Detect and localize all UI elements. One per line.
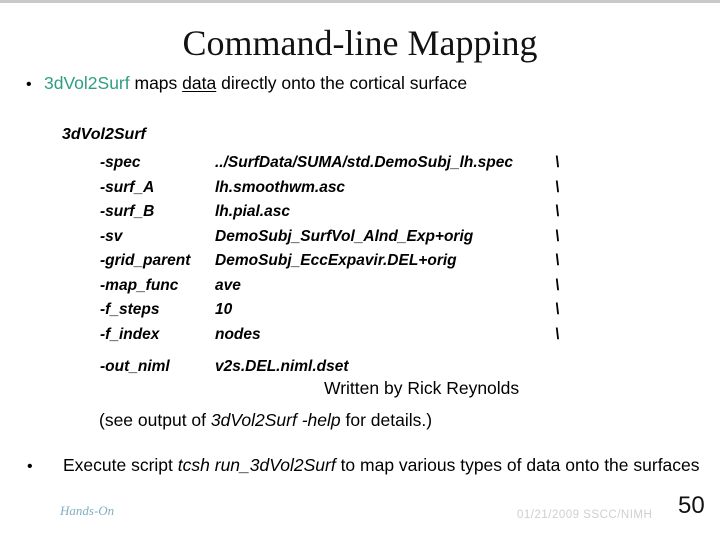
bullet1-text-post: directly onto the cortical surface <box>216 73 468 93</box>
bullet2-script-name: tcsh run_3dVol2Surf <box>177 455 336 475</box>
line-continuation: \ <box>555 252 560 269</box>
option-flag: -surf_B <box>100 203 155 220</box>
footer-date-org: 01/21/2009 SSCC/NIMH <box>517 509 653 521</box>
code-command-name: 3dVol2Surf <box>62 126 146 143</box>
slide-page-number: 50 <box>678 492 705 519</box>
help-note-pre: (see output of <box>99 410 211 430</box>
footer-hands-on-label: Hands-On <box>60 503 115 518</box>
option-value: ../SurfData/SUMA/std.DemoSubj_lh.spec <box>215 154 513 171</box>
bullet1-text-mid: maps <box>129 73 183 93</box>
bullet-glyph: • <box>27 458 33 475</box>
help-note-post: for details.) <box>340 410 433 430</box>
code-options-block: -spec ../SurfData/SUMA/std.DemoSubj_lh.s… <box>100 151 575 347</box>
option-value: ave <box>215 276 241 294</box>
option-flag: -grid_parent <box>100 252 191 269</box>
option-flag: -surf_A <box>100 178 155 196</box>
code-option-row: -spec ../SurfData/SUMA/std.DemoSubj_lh.s… <box>100 151 575 176</box>
code-option-row: -f_index nodes \ <box>100 323 575 348</box>
help-note-command: 3dVol2Surf -help <box>210 410 341 430</box>
bullet2-text-post: to map various types of data onto the su… <box>335 455 700 475</box>
option-value: lh.pial.asc <box>215 203 290 220</box>
option-flag: -sv <box>100 227 123 245</box>
option-value: lh.smoothwm.asc <box>215 178 346 196</box>
option-value: 10 <box>215 301 233 318</box>
code-option-row: -surf_A lh.smoothwm.asc \ <box>100 176 575 201</box>
option-flag: -map_func <box>100 276 179 294</box>
code-option-row: -surf_B lh.pial.asc \ <box>100 200 575 225</box>
line-continuation: \ <box>555 154 560 171</box>
line-continuation: \ <box>555 203 560 220</box>
code-option-row: -sv DemoSubj_SurfVol_Alnd_Exp+orig \ <box>100 225 575 250</box>
option-value: v2s.DEL.niml.dset <box>215 358 349 375</box>
line-continuation: \ <box>555 325 560 343</box>
option-flag: -spec <box>100 154 141 171</box>
help-note: (see output of 3dVol2Surf -help for deta… <box>99 410 432 431</box>
bullet1-underlined-word: data <box>182 73 217 93</box>
option-value: DemoSubj_SurfVol_Alnd_Exp+orig <box>215 227 474 245</box>
bullet2-text-pre: Execute script <box>63 455 178 475</box>
option-value: nodes <box>215 325 261 343</box>
code-output-row: -out_niml v2s.DEL.niml.dset <box>100 355 575 380</box>
option-flag: -out_niml <box>100 358 170 375</box>
option-flag: -f_steps <box>100 301 160 318</box>
bullet-glyph: • <box>26 76 32 93</box>
code-option-row: -f_steps 10 \ <box>100 298 575 323</box>
line-continuation <box>555 355 575 380</box>
bullet-item-mapping: • 3dVol2Surf maps data directly onto the … <box>26 73 467 95</box>
slide-title: Command-line Mapping <box>182 23 538 63</box>
author-credit: Written by Rick Reynolds <box>324 378 520 398</box>
line-continuation: \ <box>555 301 560 318</box>
slide-top-edge <box>0 0 720 3</box>
bullet-item-execute: • Execute script tcsh run_3dVol2Surf to m… <box>27 455 711 477</box>
option-flag: -f_index <box>100 325 160 343</box>
code-option-row: -grid_parent DemoSubj_EccExpavir.DEL+ori… <box>100 249 575 274</box>
command-name-highlight: 3dVol2Surf <box>44 73 130 93</box>
line-continuation: \ <box>555 276 560 294</box>
line-continuation: \ <box>555 227 560 245</box>
code-option-row: -map_func ave \ <box>100 274 575 299</box>
line-continuation: \ <box>555 178 560 196</box>
option-value: DemoSubj_EccExpavir.DEL+orig <box>215 252 457 269</box>
